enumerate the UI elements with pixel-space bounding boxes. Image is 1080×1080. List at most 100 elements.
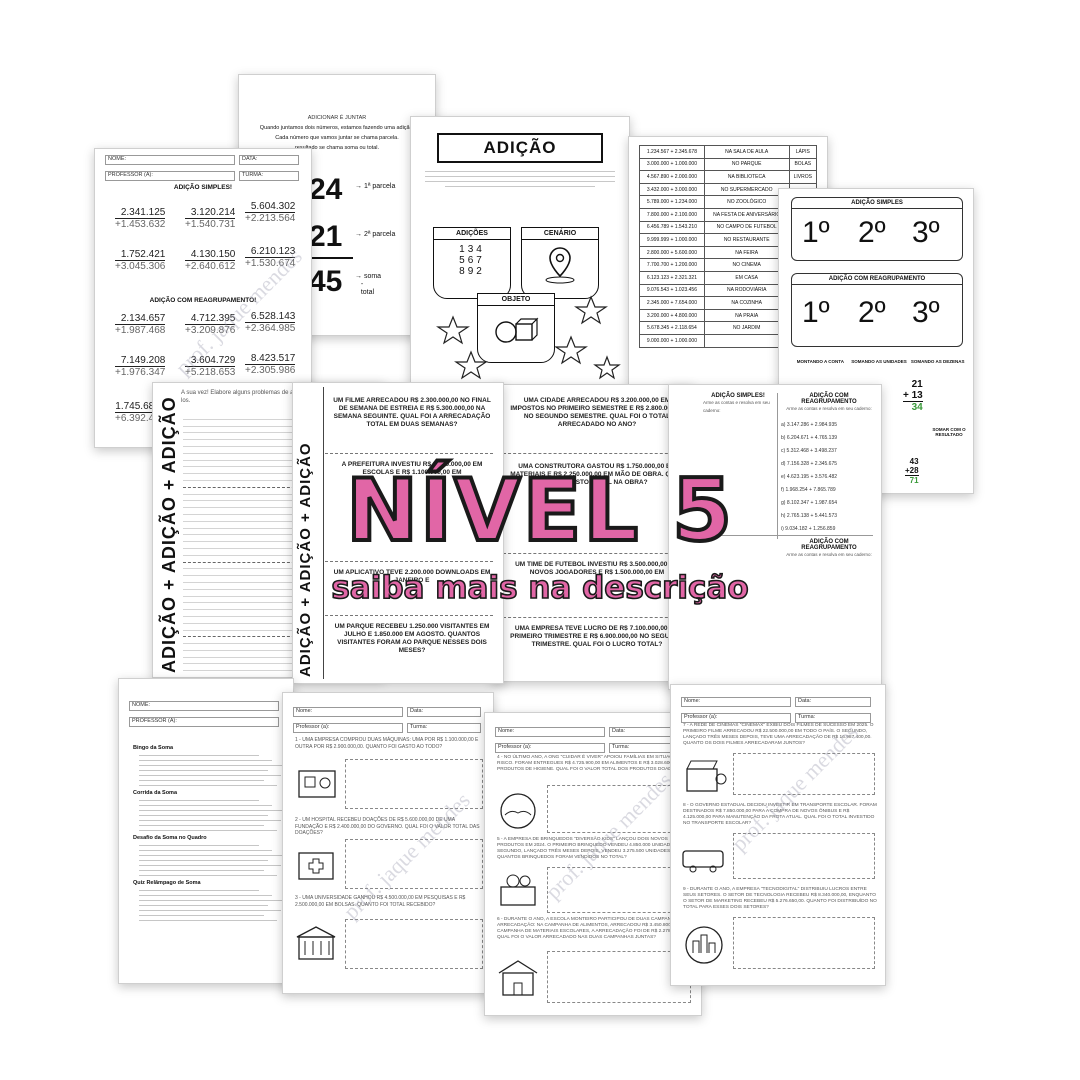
label-soma: → soma - total <box>355 273 382 296</box>
machine-icon <box>298 770 336 798</box>
sum-11: 3.604.729+5.218.653 <box>185 355 236 378</box>
section-body <box>133 890 285 921</box>
sheet-problemas-recortar-2: UMA CIDADE ARRECADOU R$ 3.200.000,00 EM … <box>492 384 694 682</box>
writing-line <box>183 637 379 645</box>
stars-decoration <box>436 295 621 380</box>
cut-line <box>325 561 493 562</box>
writing-line <box>183 474 379 481</box>
cut-line <box>503 553 683 554</box>
box-cenario: CENÁRIO <box>521 227 599 299</box>
sum-2: 3.120.214+1.540.731 <box>185 207 236 230</box>
number-21: 21 <box>309 220 343 253</box>
right-column: ADIÇÃO COM REAGRUPAMENTO Arme as contas … <box>781 393 877 536</box>
exercise-item: h) 2.765.138 + 5.441.573 <box>781 513 838 519</box>
level-headline: NÍVEL 5 <box>344 461 734 561</box>
divider <box>323 387 324 679</box>
field-data: Data: <box>407 707 481 717</box>
table-cell: 3.000.000 + 1.000.000 <box>639 157 705 172</box>
left-column: ADIÇÃO SIMPLES! Arme as contas e resolva… <box>703 393 770 413</box>
exercise-item: d) 7.156.328 + 2.345.675 <box>781 461 838 467</box>
writing-line <box>183 454 379 461</box>
writing-line <box>183 488 379 495</box>
shapes-icon <box>495 317 539 343</box>
label-1a-parcela: → 1ª parcela <box>355 183 396 190</box>
problem-1: UMA CIDADE ARRECADOU R$ 3.200.000,00 EM … <box>510 397 684 428</box>
donation-hands-icon <box>500 793 536 829</box>
question-4: 4 - NO ÚLTIMO ANO, A ONG "CUIDAR É VIVER… <box>497 755 688 772</box>
field-nome: Nome: <box>681 697 791 707</box>
exercise-item: f) 1.968.254 + 7.865.789 <box>781 487 836 493</box>
box-objeto: OBJETO <box>477 293 555 363</box>
writing-line <box>183 461 379 468</box>
writing-line <box>183 651 379 658</box>
section-body <box>133 845 285 876</box>
section-body <box>133 800 285 831</box>
label-2a-parcela: → 2ª parcela <box>355 231 396 238</box>
cut-line <box>503 617 683 618</box>
ordinal-1: 1º <box>802 216 830 249</box>
sum-9: 6.528.143+2.364.985 <box>245 311 296 334</box>
writing-line <box>183 508 379 515</box>
writing-line <box>183 576 379 583</box>
sum-5: 4.130.150+2.640.612 <box>185 249 236 272</box>
problem-3: UM TIME DE FUTEBOL INVESTIU R$ 3.500.000… <box>515 561 679 576</box>
table-cell: 7.800.000 + 2.100.000 <box>639 207 705 222</box>
writing-line <box>183 569 379 577</box>
writing-line <box>183 610 379 617</box>
writing-line <box>183 522 379 529</box>
question-8: 8 - O GOVERNO ESTADUAL DECIDIU INVESTIR … <box>683 803 877 826</box>
poster-instructions <box>425 171 615 211</box>
sheet-problemas-7-9: Nome:Data: Professor (a):Turma: 7 - A RE… <box>670 684 886 986</box>
movie-clapper-icon <box>686 760 727 792</box>
writing-line <box>183 413 379 420</box>
question-5: 5 - A EMPRESA DE BRINQUEDOS "DIVERSÃO KI… <box>497 837 687 860</box>
sheet-arme-contas: ADIÇÃO SIMPLES! Arme as contas e resolva… <box>668 384 882 690</box>
intro-line-2: Quando juntamos dois números, estamos fa… <box>259 125 415 131</box>
writing-line <box>183 515 379 522</box>
intro-line-3: Cada número que vamos juntar se chama pa… <box>275 135 399 141</box>
instructions: A sua vez! Elabore alguns problemas de a… <box>181 390 373 404</box>
sheet-problemas-recortar-1: ADIÇÃO + ADIÇÃO + ADIÇÃO UM FILME ARRECA… <box>292 382 504 684</box>
problem-2: A PREFEITURA INVESTIU R$ 2.400.000,00 EM… <box>341 461 483 476</box>
table-cell: 5.678.345 + 2.118.654 <box>639 321 705 335</box>
writing-line <box>183 664 379 672</box>
table-cell: 4.567.890 + 2.000.000 <box>639 170 705 184</box>
writing-line <box>183 467 379 475</box>
writing-line <box>183 481 379 488</box>
question-3: 3 - UMA UNIVERSIDADE GANHOU R$ 4.500.000… <box>295 895 466 908</box>
field-turma: TURMA: <box>239 171 299 181</box>
problem-3: UM APLICATIVO TEVE 2.200.000 DOWNLOADS E… <box>333 569 491 584</box>
exercise-item: i) 9.034.182 + 1.256.859 <box>781 526 836 532</box>
table-cell: NO SUPERMERCADO <box>703 182 790 197</box>
school-icon <box>498 960 538 996</box>
school-bus-icon <box>682 850 724 873</box>
table-cell: 2.345.000 + 7.654.000 <box>639 296 705 310</box>
table-cell: NA RODOVIÁRIA <box>703 283 790 298</box>
card-adicao-simples: ADIÇÃO SIMPLES 1º 2º 3º <box>791 197 963 261</box>
exercise-item: b) 6.204.671 + 4.765.139 <box>781 435 838 441</box>
table-cell: NA BIBLIOTECA <box>703 170 790 184</box>
sum-3: 5.604.302+2.213.564 <box>245 201 296 224</box>
intro-title: ADICIONAR É JUNTAR <box>307 115 367 121</box>
number-45: 45 <box>309 265 343 298</box>
answer-box-2 <box>345 839 483 889</box>
answer-box-7 <box>733 753 875 795</box>
toy-box-icon <box>500 874 536 906</box>
field-professor: PROFESSOR (A): <box>129 717 279 727</box>
writing-line <box>183 447 379 454</box>
field-professor: PROFESSOR (A): <box>105 171 235 181</box>
table-cell: 9.999.999 + 1.000.000 <box>639 233 705 247</box>
writing-line <box>183 644 379 651</box>
poster-title: ADIÇÃO <box>437 133 603 163</box>
table-cell: 1.234.567 + 2.345.678 <box>639 145 705 159</box>
description-subline: saiba mais na descrição <box>331 569 750 607</box>
sum-6: 6.210.123+1.530.674 <box>245 246 296 269</box>
problem-2: UMA CONSTRUTORA GASTOU R$ 1.750.000,00 E… <box>510 463 684 486</box>
cut-line <box>325 615 493 616</box>
number-24: 24 <box>309 173 343 206</box>
